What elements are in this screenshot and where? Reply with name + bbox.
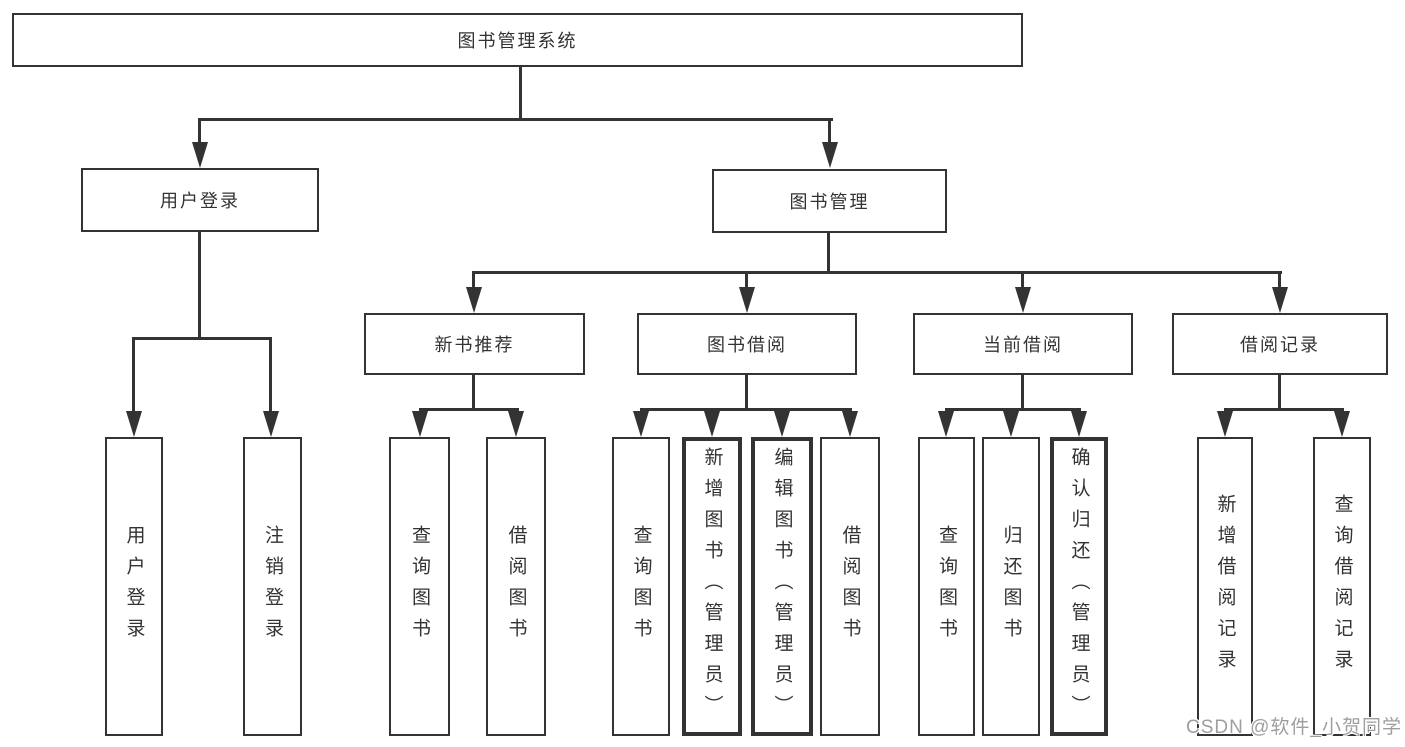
connector-line [745, 271, 748, 289]
leaf-add-book-admin: 新增图书（管理员） [682, 437, 742, 736]
arrow-down-icon [412, 411, 428, 437]
node-label: 图书借阅 [707, 335, 787, 355]
connector-line [1224, 408, 1344, 411]
node-label: 借阅记录 [1240, 335, 1320, 355]
node-label: 新书推荐 [434, 335, 515, 355]
leaf-user-login: 用户登录 [105, 437, 163, 736]
leaf-query-books-recommend: 查询图书 [389, 437, 450, 736]
connector-line [519, 67, 522, 121]
connector-line [1021, 271, 1024, 289]
arrow-down-icon [633, 411, 649, 437]
connector-line [828, 118, 831, 144]
arrow-down-icon [739, 287, 755, 313]
node-label: 当前借阅 [983, 335, 1063, 355]
node-label: 借阅图书 [839, 524, 861, 649]
node-user-login: 用户登录 [81, 168, 319, 232]
leaf-query-books-current: 查询图书 [918, 437, 975, 736]
arrow-down-icon [263, 411, 279, 437]
connector-line [472, 271, 475, 289]
node-label: 编辑图书（管理员） [771, 447, 793, 726]
arrow-down-icon [508, 411, 524, 437]
node-library-system: 图书管理系统 [12, 13, 1023, 67]
leaf-borrow-books: 借阅图书 [820, 437, 880, 736]
connector-line [1021, 375, 1024, 410]
leaf-edit-book-admin: 编辑图书（管理员） [751, 437, 813, 736]
node-label: 图书管理系统 [457, 31, 578, 51]
leaf-return-book: 归还图书 [982, 437, 1040, 736]
connector-line [132, 337, 135, 413]
node-label: 归还图书 [1000, 524, 1022, 649]
node-label: 用户登录 [123, 524, 145, 649]
arrow-down-icon [704, 411, 720, 437]
node-label: 用户登录 [160, 191, 240, 211]
connector-line [473, 271, 1282, 274]
connector-line [827, 233, 830, 273]
connector-line [198, 118, 201, 144]
node-book-borrow: 图书借阅 [637, 313, 857, 375]
connector-line [640, 408, 852, 411]
connector-line [199, 118, 833, 121]
leaf-add-borrow-record: 新增借阅记录 [1197, 437, 1253, 736]
leaf-confirm-return-admin: 确认归还（管理员） [1050, 437, 1108, 736]
connector-line [419, 408, 519, 411]
arrow-down-icon [1015, 287, 1031, 313]
arrow-down-icon [774, 411, 790, 437]
arrow-down-icon [822, 142, 838, 168]
arrow-down-icon [126, 411, 142, 437]
arrow-down-icon [1071, 411, 1087, 437]
connector-line [269, 337, 272, 413]
leaf-logout: 注销登录 [243, 437, 302, 736]
node-current-borrow: 当前借阅 [913, 313, 1133, 375]
arrow-down-icon [1272, 287, 1288, 313]
connector-line [745, 375, 748, 410]
leaf-borrow-books-recommend: 借阅图书 [486, 437, 546, 736]
connector-line [1278, 271, 1281, 289]
arrow-down-icon [1217, 411, 1233, 437]
connector-line [472, 375, 475, 410]
node-label: 查询图书 [409, 524, 430, 649]
node-label: 新增图书（管理员） [701, 447, 723, 726]
connector-line [1278, 375, 1281, 408]
node-borrow-records: 借阅记录 [1172, 313, 1388, 375]
leaf-query-borrow-record: 查询借阅记录 [1313, 437, 1371, 736]
node-new-book-recommend: 新书推荐 [364, 313, 585, 375]
node-label: 注销登录 [262, 524, 283, 649]
connector-line [945, 408, 1081, 411]
arrow-down-icon [1003, 411, 1019, 437]
arrow-down-icon [1334, 411, 1350, 437]
arrow-down-icon [192, 142, 208, 168]
watermark: CSDN @软件_小贺同学 [1186, 717, 1402, 738]
node-label: 查询图书 [936, 524, 957, 649]
connector-line [133, 337, 272, 340]
connector-line [198, 232, 201, 339]
node-label: 确认归还（管理员） [1068, 447, 1090, 726]
arrow-down-icon [466, 287, 482, 313]
node-label: 新增借阅记录 [1214, 493, 1236, 680]
arrow-down-icon [938, 411, 954, 437]
node-label: 查询借阅记录 [1331, 493, 1353, 680]
arrow-down-icon [842, 411, 858, 437]
node-label: 查询图书 [630, 524, 652, 649]
node-label: 图书管理 [789, 192, 870, 212]
node-label: 借阅图书 [505, 524, 527, 649]
node-book-management: 图书管理 [712, 169, 947, 233]
leaf-query-books-borrow: 查询图书 [612, 437, 670, 736]
